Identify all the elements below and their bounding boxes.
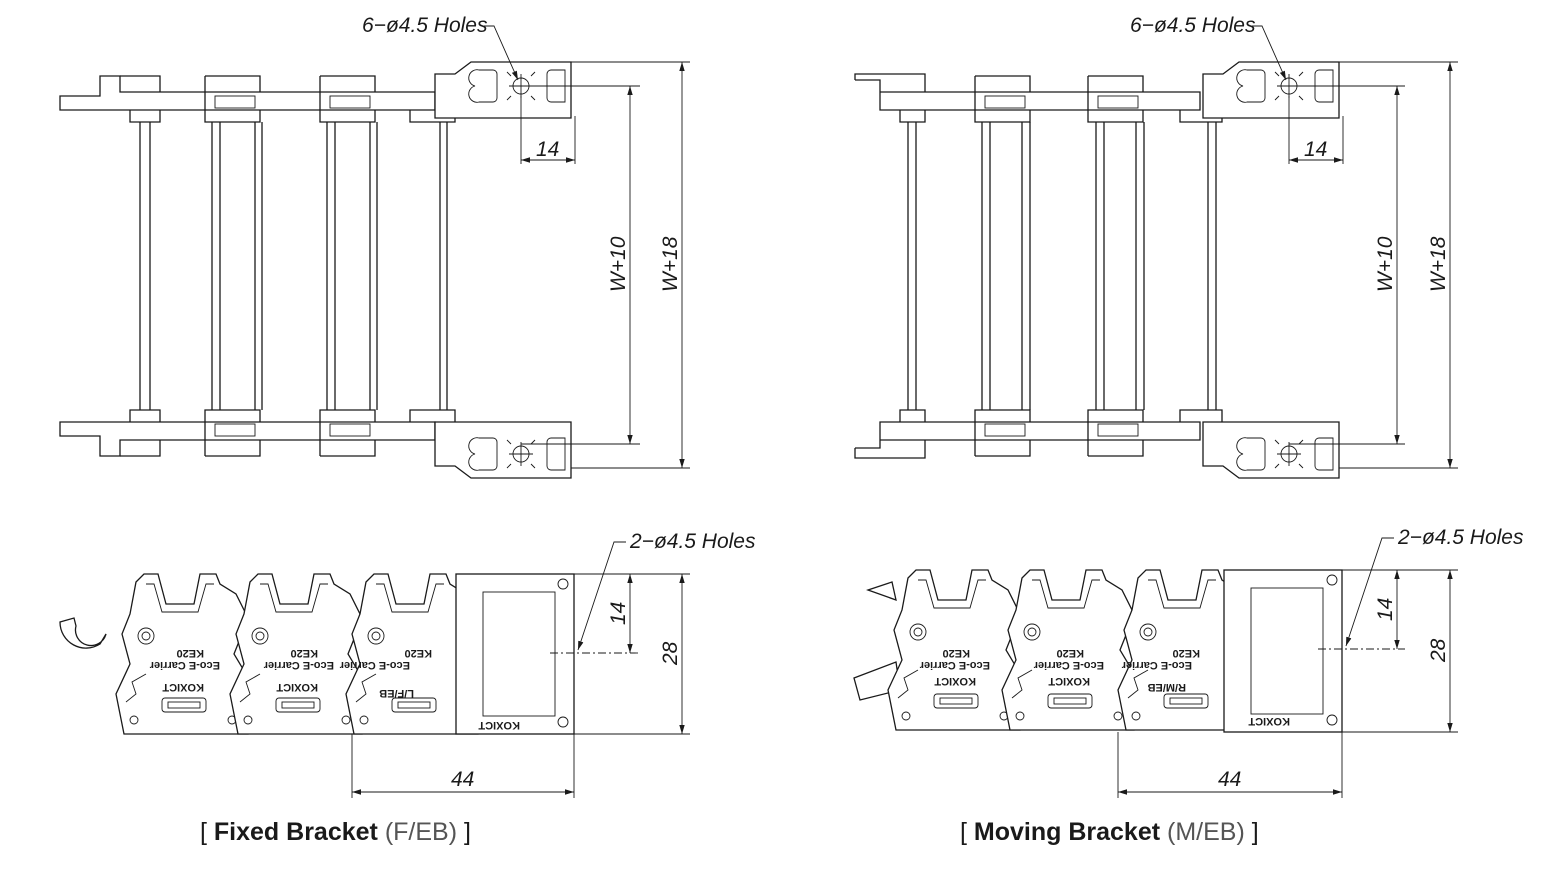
- fixed-dim-w10: W+10: [607, 236, 630, 292]
- fixed-dim-44: 44: [451, 768, 474, 791]
- fixed-code: L/F/EB: [379, 687, 414, 699]
- moving-series-3: KE20: [1172, 647, 1200, 659]
- moving-product-2: Eco-E Carrier: [1033, 659, 1104, 671]
- fixed-dim-w18: W+18: [659, 236, 682, 292]
- fixed-holes-6-label: 6−ø4.5 Holes: [362, 14, 488, 37]
- moving-brand-2: KOXICT: [1048, 675, 1090, 687]
- fixed-caption-code: (F/EB): [377, 818, 458, 846]
- fixed-top-view: [59, 61, 572, 479]
- fixed-product-1: Eco-E Carrier: [149, 659, 220, 671]
- moving-product-1: Eco-E Carrier: [919, 659, 990, 671]
- moving-dim-14-top: 14: [1304, 138, 1327, 161]
- moving-dim-14-side: 14: [1374, 598, 1397, 621]
- fixed-brand-2: KOXICT: [276, 681, 318, 693]
- fixed-series-2: KE20: [290, 647, 318, 659]
- moving-dim-28: 28: [1427, 638, 1450, 663]
- moving-caption-code: (M/EB): [1160, 818, 1245, 846]
- fixed-caption-open: [: [200, 818, 214, 846]
- moving-side-dimensions: 2−ø4.5 Holes 14 28 44: [1117, 526, 1524, 798]
- fixed-bracket-caption: [ Fixed Bracket (F/EB) ]: [200, 818, 471, 847]
- moving-code: R/M/EB: [1147, 681, 1186, 693]
- moving-caption-name: Moving Bracket: [973, 818, 1161, 846]
- fixed-series-3: KE20: [404, 647, 432, 659]
- moving-brand-1: KOXICT: [934, 675, 976, 687]
- fixed-side-view: KOXICT KOXICT Eco-E Carrier Eco-E Carrie…: [59, 573, 575, 735]
- fixed-bracket-brand: KOXICT: [478, 719, 520, 731]
- moving-holes-2-label: 2−ø4.5 Holes: [1397, 526, 1524, 549]
- fixed-brand-1: KOXICT: [162, 681, 204, 693]
- fixed-product-2: Eco-E Carrier: [263, 659, 334, 671]
- fixed-series-1: KE20: [176, 647, 204, 659]
- fixed-caption-close: ]: [457, 818, 471, 846]
- moving-bracket-brand: KOXICT: [1248, 715, 1290, 727]
- moving-caption-close: ]: [1244, 818, 1259, 846]
- fixed-side-dimensions: 2−ø4.5 Holes 14 28 44: [351, 530, 756, 798]
- fixed-dim-14-side: 14: [607, 602, 630, 625]
- moving-side-view: Eco-E Carrier Eco-E Carrier Eco-E Carrie…: [853, 569, 1343, 733]
- fixed-caption-name: Fixed Bracket: [213, 818, 378, 846]
- fixed-holes-2-label: 2−ø4.5 Holes: [629, 530, 756, 553]
- fixed-dim-14-top: 14: [536, 138, 559, 161]
- fixed-top-dimensions: 6−ø4.5 Holes 14 W+10 W+18: [362, 14, 690, 469]
- moving-dim-44: 44: [1218, 768, 1241, 791]
- moving-holes-6-label: 6−ø4.5 Holes: [1130, 14, 1256, 37]
- moving-series-1: KE20: [942, 647, 970, 659]
- moving-dim-w18: W+18: [1427, 236, 1450, 292]
- moving-series-2: KE20: [1056, 647, 1084, 659]
- moving-caption-open: [: [960, 818, 974, 846]
- moving-bracket-caption: [ Moving Bracket (M/EB) ]: [960, 818, 1259, 847]
- fixed-product-3: Eco-E Carrier: [339, 659, 410, 671]
- moving-top-dimensions: 6−ø4.5 Holes 14 W+10 W+18: [1130, 14, 1458, 469]
- moving-product-3: Eco-E Carrier: [1121, 659, 1192, 671]
- moving-top-view: [854, 61, 1340, 479]
- moving-dim-w10: W+10: [1374, 236, 1397, 292]
- fixed-dim-28: 28: [659, 641, 682, 666]
